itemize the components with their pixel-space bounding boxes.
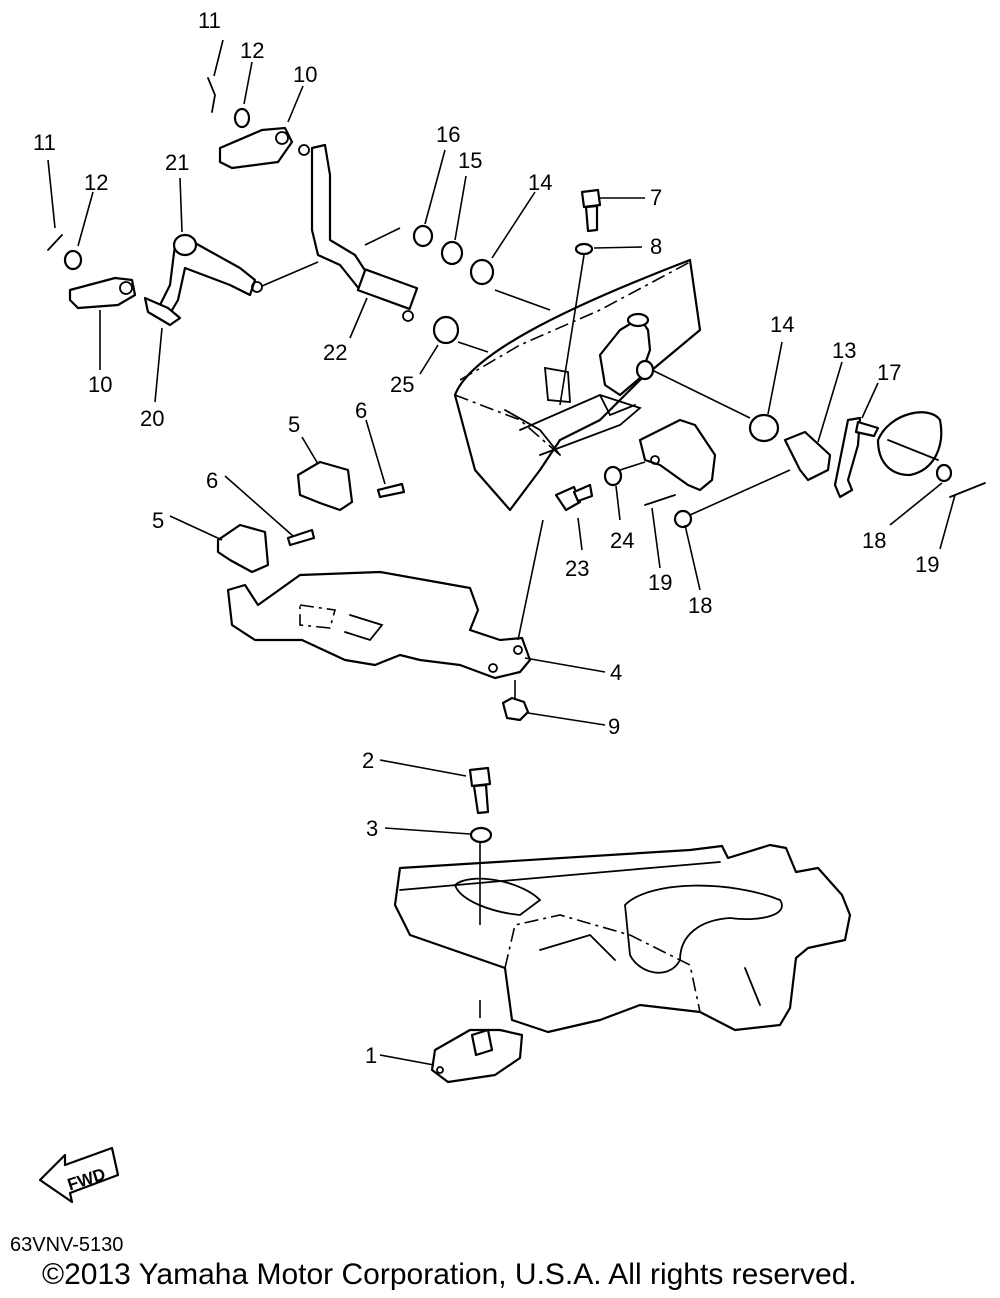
callout-3: 3 xyxy=(366,816,378,841)
callout-11: 11 xyxy=(33,130,56,155)
callout-14: 14 xyxy=(528,170,552,195)
callout-25: 25 xyxy=(390,372,414,397)
callout-labels: 11 12 10 11 12 21 10 20 16 15 14 7 8 22 … xyxy=(33,8,939,1068)
callout-12: 12 xyxy=(240,38,264,63)
clips xyxy=(47,77,986,506)
callout-23: 23 xyxy=(565,556,589,581)
washers-nuts xyxy=(63,107,953,844)
callout-5: 5 xyxy=(152,508,164,533)
callout-16: 16 xyxy=(436,122,460,147)
callout-15: 15 xyxy=(458,148,482,173)
callout-21: 21 xyxy=(165,150,189,175)
callout-leaders xyxy=(47,39,956,1066)
callout-9: 9 xyxy=(608,714,620,739)
callout-1: 1 xyxy=(365,1043,377,1068)
callout-10: 10 xyxy=(293,62,317,87)
callout-20: 20 xyxy=(140,406,164,431)
rod-joint-lower xyxy=(68,276,137,310)
callout-18: 18 xyxy=(688,593,712,618)
callout-19: 19 xyxy=(915,552,939,577)
callout-4: 4 xyxy=(610,660,622,685)
callout-18: 18 xyxy=(862,528,886,553)
throttle-link-rod xyxy=(298,143,419,322)
callout-19: 19 xyxy=(648,570,672,595)
assembly-lines xyxy=(261,227,791,1018)
copyright-notice: ©2013 Yamaha Motor Corporation, U.S.A. A… xyxy=(42,1258,857,1291)
fwd-arrow: FWD xyxy=(38,1146,120,1204)
callout-5: 5 xyxy=(288,412,300,437)
callout-13: 13 xyxy=(832,338,856,363)
callout-24: 24 xyxy=(610,528,634,553)
callout-22: 22 xyxy=(323,340,347,365)
callout-7: 7 xyxy=(650,185,662,210)
callout-8: 8 xyxy=(650,234,662,259)
bolts xyxy=(468,188,602,815)
callout-17: 17 xyxy=(877,360,901,385)
callout-6: 6 xyxy=(206,468,218,493)
callout-10: 10 xyxy=(88,372,112,397)
drawing-code: 63VNV-5130 xyxy=(10,1234,124,1256)
shift-link-rod xyxy=(143,241,263,327)
callout-6: 6 xyxy=(355,398,367,423)
callout-12: 12 xyxy=(84,170,108,195)
shift-assembly xyxy=(216,312,717,574)
rod-joint-upper xyxy=(218,126,294,170)
plate-part-1 xyxy=(430,1028,524,1084)
mount-plate xyxy=(226,570,532,680)
right-lever-assembly xyxy=(783,411,943,499)
callout-2: 2 xyxy=(362,748,374,773)
callout-11: 11 xyxy=(198,8,221,33)
bottom-cowling-bracket xyxy=(393,843,852,1034)
callout-14: 14 xyxy=(770,312,794,337)
